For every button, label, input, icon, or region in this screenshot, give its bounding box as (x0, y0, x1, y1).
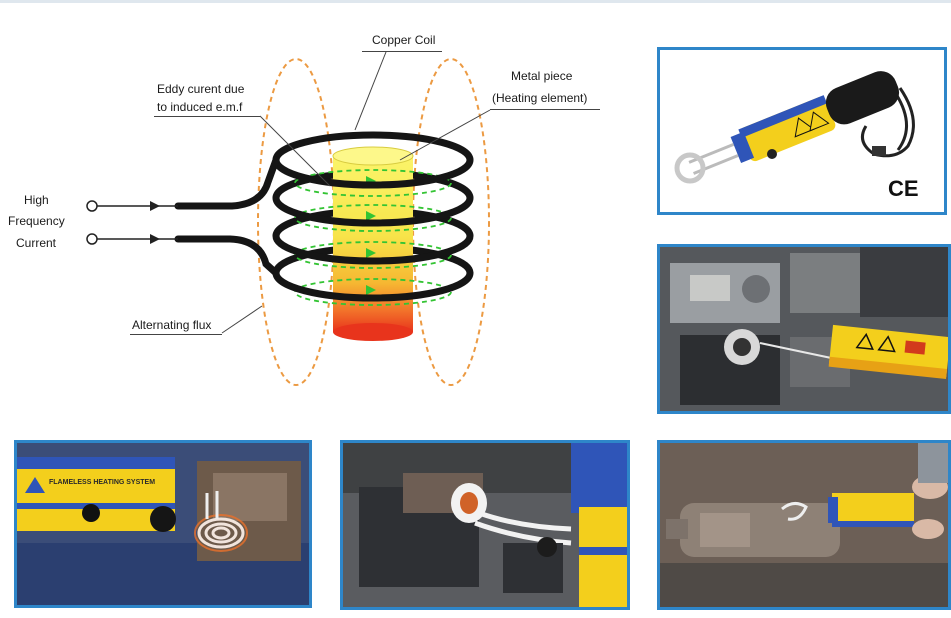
engine-bay-photo (657, 244, 951, 414)
alternating-flux-underline (130, 334, 222, 335)
eddy-current-label-line1: Eddy curent due (157, 82, 245, 96)
high-frequency-label-line3: Current (16, 236, 57, 250)
copper-coil-label: Copper Coil (372, 33, 436, 47)
spiral-coil-photo: FLAMELESS HEATING SYSTEM (14, 440, 312, 608)
high-frequency-label-line2: Frequency (8, 214, 65, 228)
vise-heating-photo (340, 440, 630, 610)
eddy-current-underline (154, 116, 260, 117)
eddy-current-label-line2: to induced e.m.f (157, 100, 243, 114)
metal-piece-label-line1: Metal piece (511, 69, 573, 83)
metal-piece-label-line2: (Heating element) (492, 91, 588, 105)
copper-coil-front (174, 156, 474, 302)
product-photo: CE (657, 47, 947, 215)
metal-piece-cylinder (332, 146, 414, 341)
heater-brand-label: FLAMELESS HEATING SYSTEM (49, 479, 156, 486)
high-frequency-label-line1: High (24, 193, 49, 207)
input-terminals (86, 200, 178, 245)
ce-mark: CE (888, 176, 919, 201)
alternating-flux-label: Alternating flux (132, 318, 212, 332)
metal-piece-underline (490, 109, 600, 110)
engine-heating-scene (660, 247, 948, 411)
label-leader-lines (221, 51, 491, 334)
exhaust-heating-scene (660, 443, 948, 607)
copper-coil-underline (362, 51, 442, 52)
spiral-coil-scene (17, 443, 309, 605)
vise-heating-scene (343, 443, 627, 607)
eddy-current-loops (294, 169, 452, 306)
exhaust-heating-photo (657, 440, 951, 610)
induction-heater-tool-illustration (674, 71, 915, 184)
top-rule (0, 0, 951, 3)
